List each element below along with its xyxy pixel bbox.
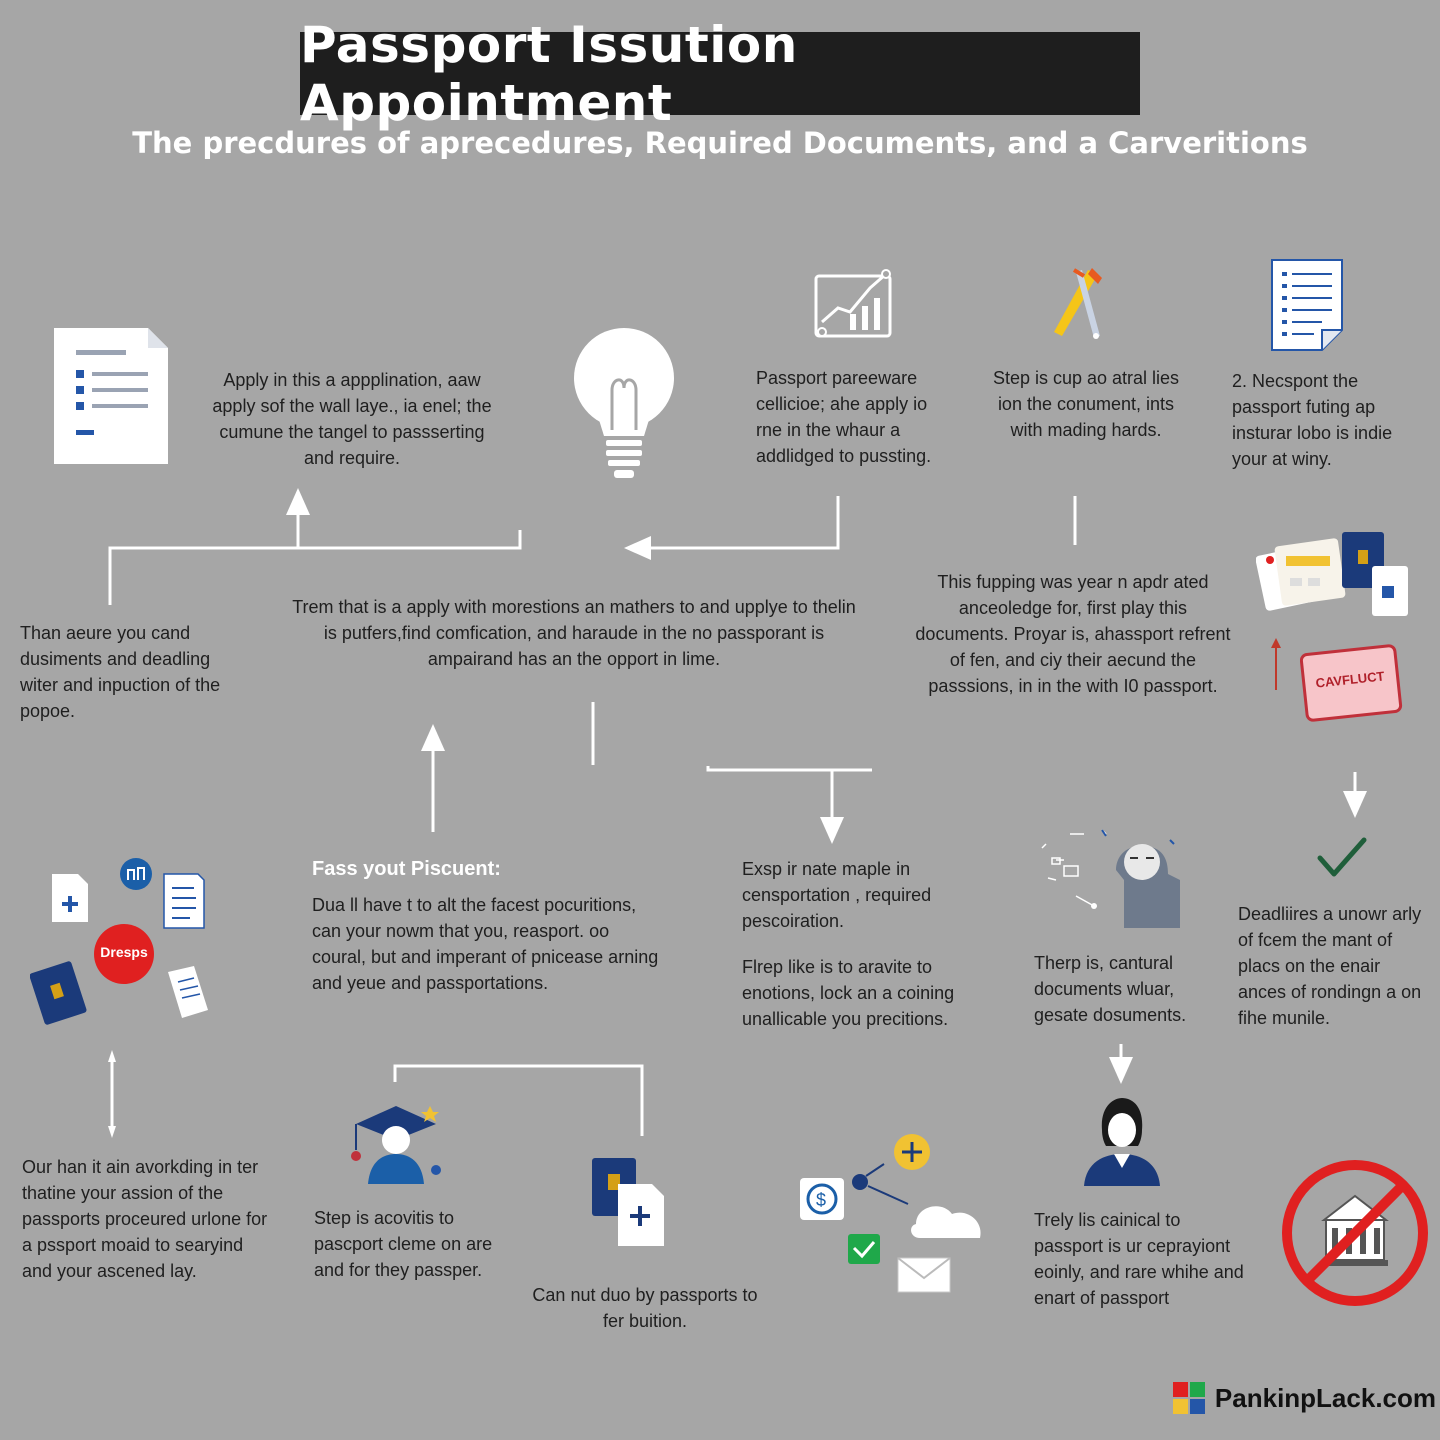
- step-text-9a: Exsp ir nate maple in censportation , re…: [742, 859, 932, 931]
- page-title: Passport Issution Appointment: [300, 16, 1140, 132]
- step-text-2: Passport pareeware cellicioe; ahe apply …: [756, 368, 932, 466]
- stamp-icon: [1299, 644, 1404, 729]
- step-text-11: Deadliires a unowr arly of fcem the mant…: [1238, 904, 1422, 1028]
- brand-name: PankinpLack.com: [1214, 1382, 1436, 1413]
- step-text-1: Apply in this a appplination, aaw apply …: [212, 370, 492, 468]
- woman-icon: [1080, 1096, 1164, 1193]
- step-text-14: Can nut duo by passports to fer buition.: [532, 1285, 758, 1331]
- no-entry-building-icon: [1280, 1158, 1430, 1313]
- graduate-icon: [344, 1100, 448, 1189]
- network-icon: $: [796, 1130, 992, 1301]
- connector-b: [624, 496, 840, 560]
- lightbulb-icon: [572, 326, 676, 487]
- documents-cluster-icon: [29, 856, 214, 1033]
- person-icon: [1036, 822, 1186, 935]
- section-heading: Fass yout Piscuent:: [312, 858, 501, 880]
- growth-chart-icon: [810, 268, 896, 345]
- step-text-3: Step is cup ao atral lies ion the conume…: [992, 368, 1180, 440]
- step-text-13: Step is acovitis to pascport cleme on ar…: [314, 1208, 493, 1280]
- step-text-4: 2. Necspont the passport futing ap instu…: [1232, 371, 1393, 469]
- step-text-12: Our han it ain avorkding in ter thatine …: [22, 1157, 268, 1281]
- step-text-7: This fupping was year n apdr ated anceol…: [915, 572, 1231, 696]
- document-list-icon: [52, 326, 170, 471]
- step-text-8: Dua ll have t to alt the facest pocuriti…: [312, 895, 659, 993]
- passport-add-icon: [590, 1156, 666, 1253]
- red-circle-label: Dresps: [100, 944, 148, 960]
- checkmark-icon: [1316, 836, 1368, 885]
- step-text-9b: Flrep like is to aravite to enotions, lo…: [742, 957, 955, 1029]
- tools-icon: [1048, 266, 1114, 347]
- step-text-10: Therp is, cantural documents wluar, gesa…: [1034, 953, 1187, 1025]
- brand-logo-icon: [1172, 1382, 1205, 1414]
- cards-passport-icon: [1255, 528, 1412, 625]
- connector-e: [706, 766, 872, 772]
- footer-brand[interactable]: PankinpLack.com: [1171, 1380, 1436, 1416]
- step-text-15: Trely lis cainical to passport is ur cep…: [1034, 1210, 1244, 1308]
- checklist-document-icon: [1270, 258, 1344, 357]
- svg-text:$: $: [816, 1190, 826, 1210]
- step-text-5: Than aeure you cand dusiments and deadli…: [20, 623, 221, 721]
- step-text-6: Trem that is a apply with morestions an …: [292, 597, 856, 669]
- page-subtitle: The precdures of aprecedures, Required D…: [132, 126, 1308, 160]
